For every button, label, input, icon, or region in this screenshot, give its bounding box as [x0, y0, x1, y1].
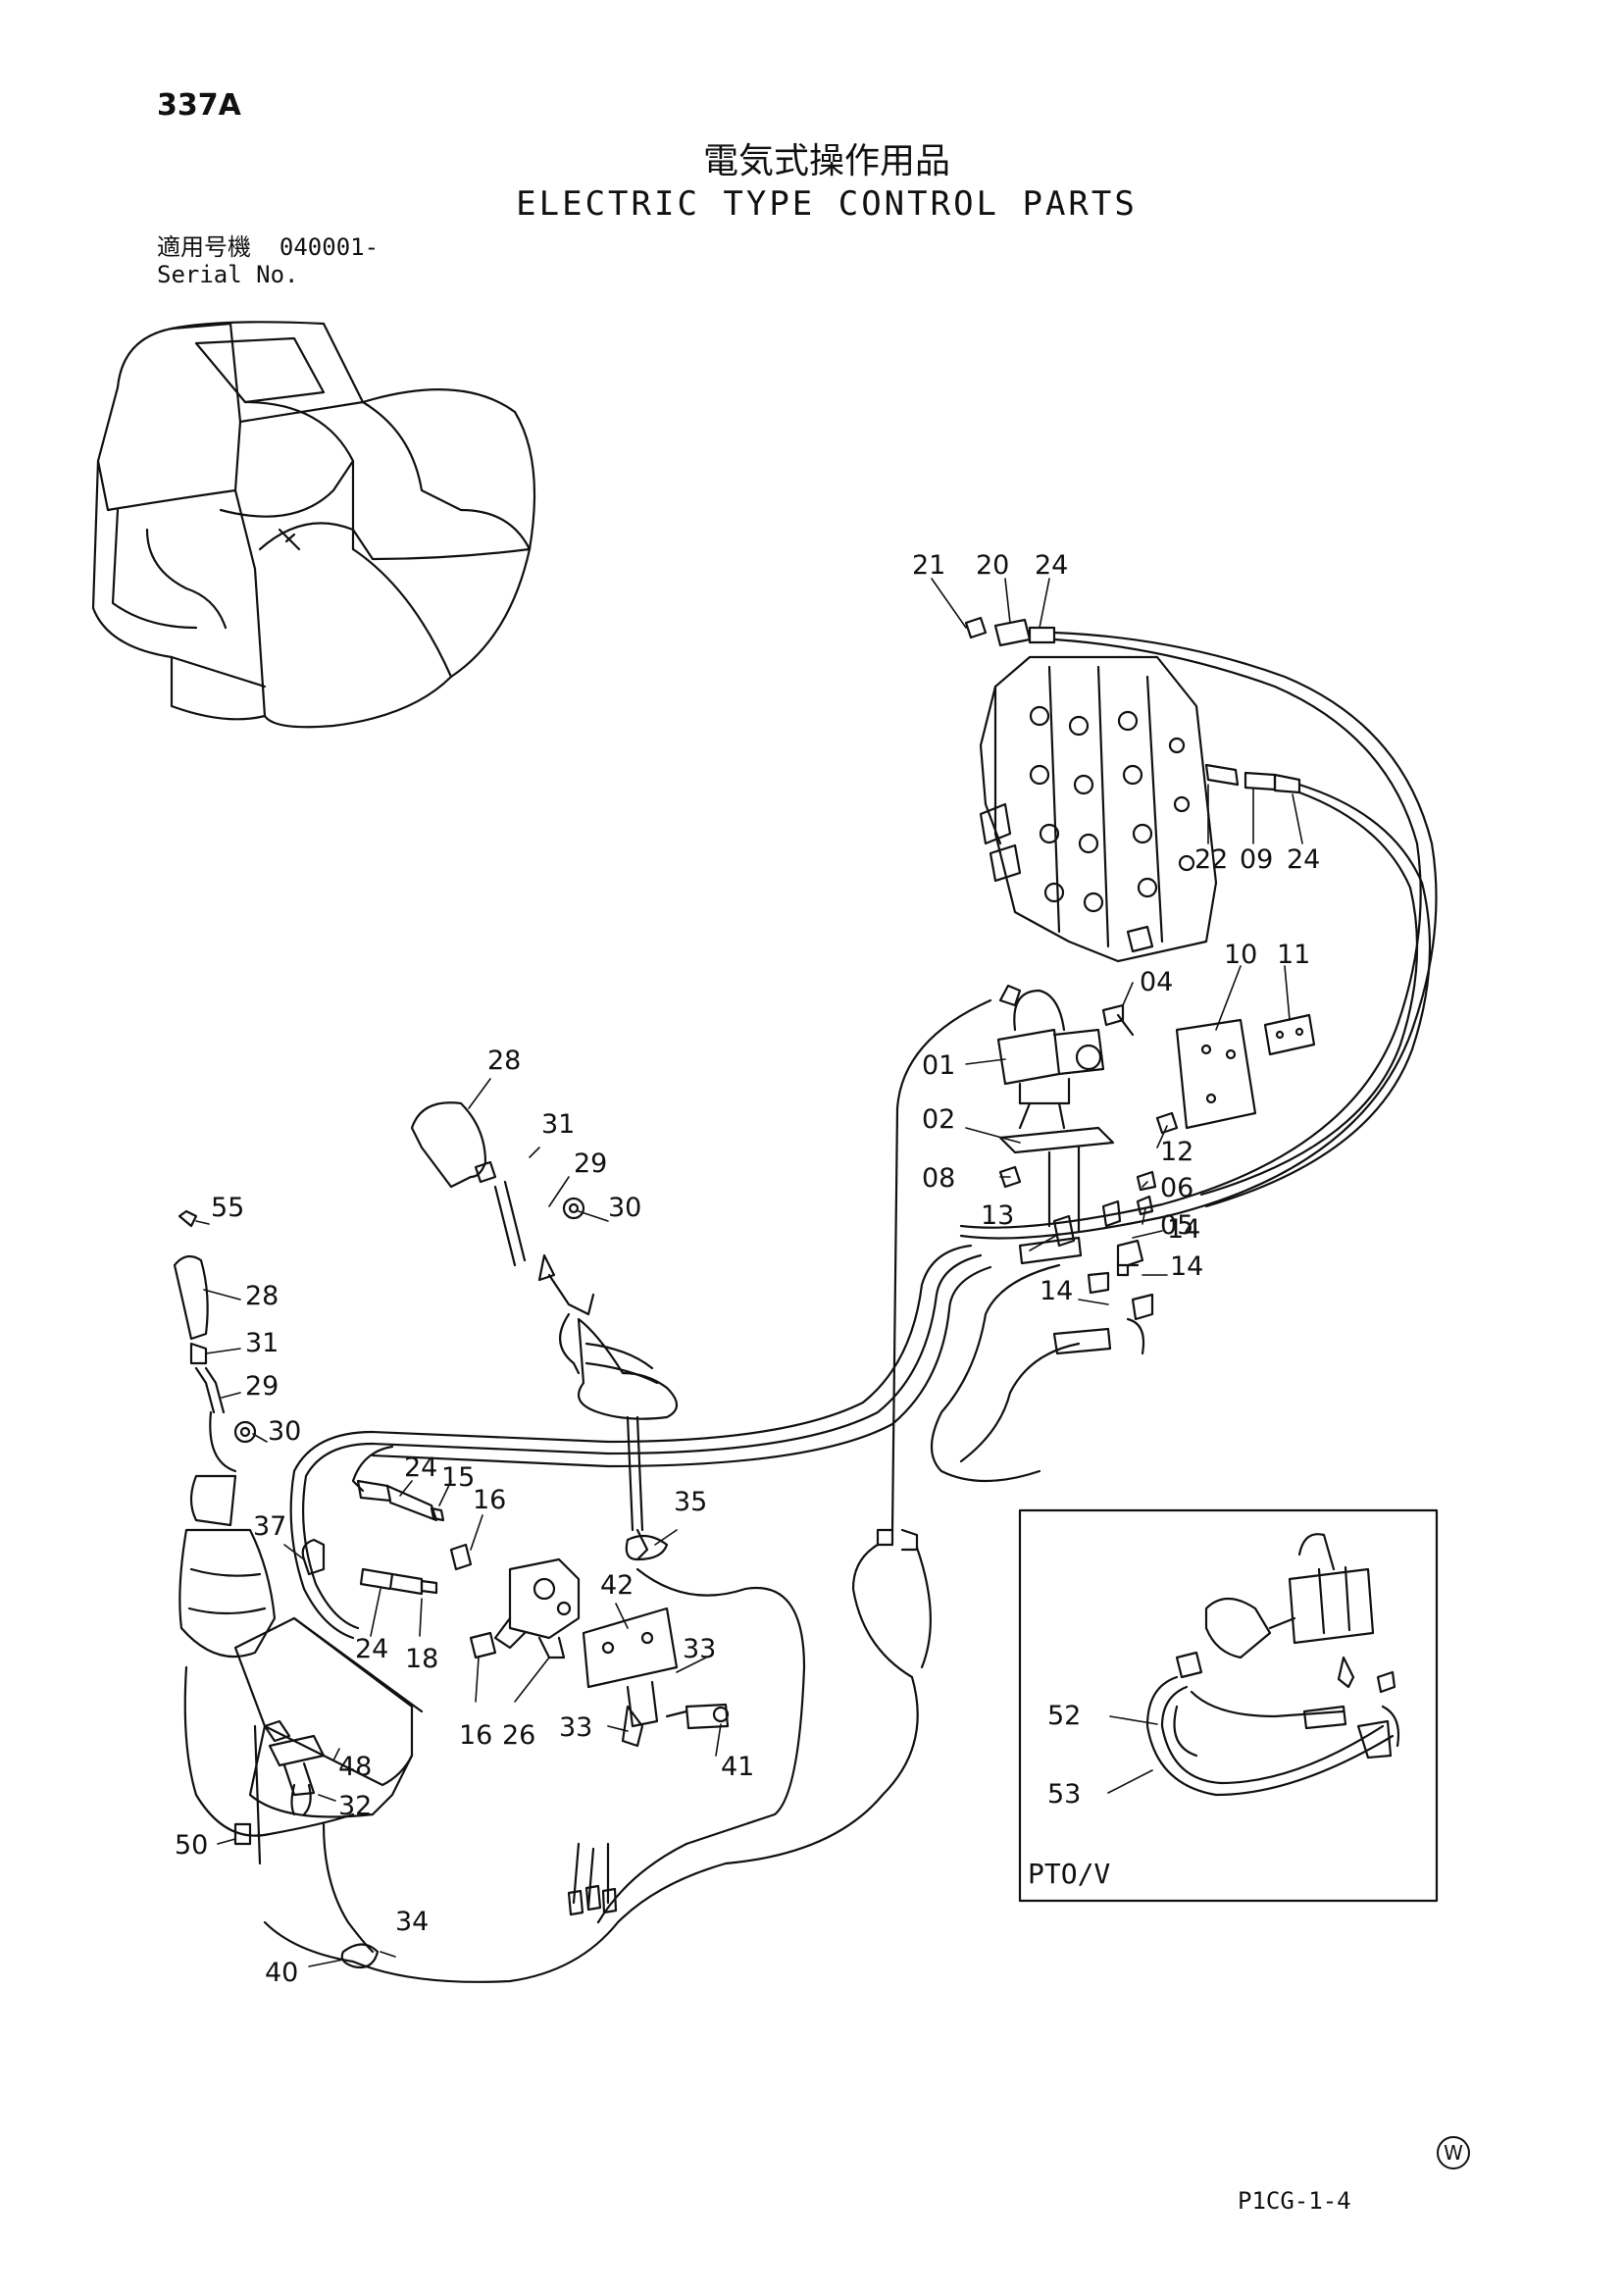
drawing-code: P1CG-1-4: [1238, 2187, 1351, 2215]
callout-18: 18: [405, 1644, 438, 1674]
callout-41: 41: [721, 1752, 754, 1782]
callout-15: 15: [441, 1462, 475, 1493]
left-joystick-console: [173, 1209, 424, 1846]
callout-33: 33: [559, 1712, 592, 1743]
callout-16: 16: [459, 1720, 492, 1751]
title-english: ELECTRIC TYPE CONTROL PARTS: [516, 184, 1138, 224]
callout-42: 42: [600, 1570, 634, 1601]
serial-label-jp: 適用号機: [157, 233, 251, 261]
callout-numbers: 21 20 24 22 09 24 04 10 11 01 02 12 08 0…: [175, 550, 1320, 1988]
callout-34: 34: [395, 1907, 429, 1937]
callout-24: 24: [1035, 550, 1068, 581]
callout-21: 21: [912, 550, 945, 581]
callout-24: 24: [404, 1453, 437, 1483]
callout-06: 06: [1160, 1173, 1193, 1203]
callout-12: 12: [1160, 1137, 1193, 1167]
serial-value: 040001-: [279, 233, 380, 261]
switch-bracket: [582, 1607, 730, 1748]
elbow-fittings: [1052, 1199, 1154, 1355]
callout-10: 10: [1224, 940, 1257, 970]
callout-13: 13: [981, 1200, 1014, 1231]
title-japanese: 電気式操作用品: [702, 141, 950, 181]
callout-14: 14: [1167, 1214, 1200, 1245]
callout-08: 08: [922, 1163, 955, 1194]
callout-48: 48: [338, 1752, 372, 1782]
callout-26: 26: [502, 1720, 535, 1751]
callout-30: 30: [268, 1416, 301, 1447]
callout-29: 29: [245, 1371, 279, 1402]
callout-04: 04: [1140, 967, 1173, 997]
callout-31: 31: [245, 1328, 279, 1358]
callout-14: 14: [1040, 1276, 1073, 1306]
circled-w-mark: W: [1437, 2136, 1470, 2169]
callout-30: 30: [608, 1193, 641, 1223]
right-joystick: [410, 1101, 679, 1561]
callout-29: 29: [574, 1148, 607, 1179]
callout-28: 28: [487, 1046, 521, 1076]
wiring-harness: [253, 998, 992, 1983]
callout-11: 11: [1277, 940, 1310, 970]
control-valve-block: [979, 655, 1218, 963]
callout-14: 14: [1170, 1251, 1203, 1282]
machine-overview-sketch: [91, 321, 536, 729]
callout-02: 02: [922, 1104, 955, 1135]
callout-31: 31: [541, 1109, 575, 1140]
pto-inset: [1018, 1508, 1439, 1903]
callout-20: 20: [976, 550, 1009, 581]
serial-block: 適用号機 040001- Serial No.: [157, 233, 379, 288]
callout-28: 28: [245, 1281, 279, 1311]
callout-40: 40: [265, 1958, 298, 1988]
leader-lines: [195, 578, 1303, 1967]
callout-53: 53: [1047, 1779, 1081, 1810]
callout-16: 16: [473, 1485, 506, 1515]
callout-35: 35: [674, 1487, 707, 1517]
serial-label-en: Serial No.: [157, 261, 299, 288]
callout-24: 24: [1287, 844, 1320, 875]
callout-33: 33: [683, 1634, 716, 1664]
callout-55: 55: [211, 1193, 244, 1223]
hose-bundle: [289, 1236, 1112, 1640]
hand-control-valve: [449, 1543, 581, 1659]
callout-24: 24: [355, 1634, 388, 1664]
solenoid-valve-assembly: [996, 984, 1135, 1233]
callout-05: 05: [1160, 1210, 1193, 1241]
callout-52: 52: [1047, 1701, 1081, 1731]
callout-37: 37: [253, 1511, 286, 1542]
callout-50: 50: [175, 1830, 208, 1861]
callout-32: 32: [338, 1791, 372, 1821]
inset-label: PTO/V: [1028, 1858, 1111, 1890]
callout-22: 22: [1194, 844, 1228, 875]
page-number: 337A: [157, 88, 241, 123]
callout-01: 01: [922, 1050, 955, 1081]
callout-09: 09: [1240, 844, 1273, 875]
